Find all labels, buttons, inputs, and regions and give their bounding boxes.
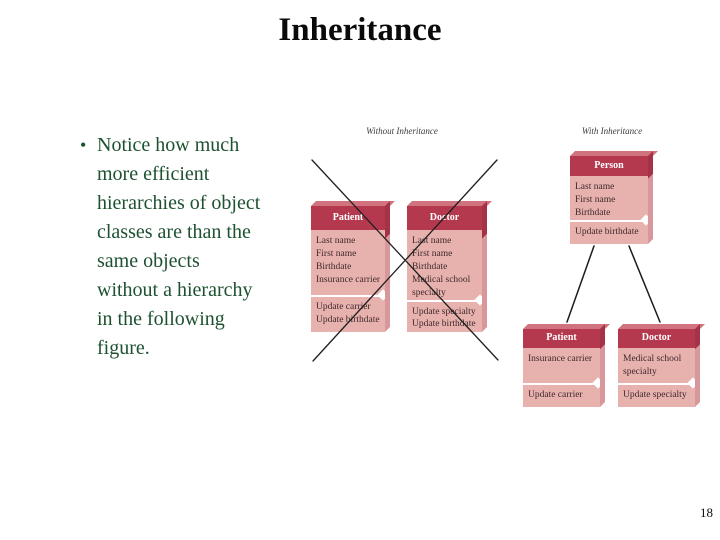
method: Update birthdate <box>575 227 639 237</box>
class-attributes: Medical school specialty <box>618 348 695 379</box>
attribute: Birthdate <box>412 262 448 272</box>
slide-title: Inheritance <box>278 12 442 48</box>
attribute: Last name <box>412 236 452 246</box>
attribute: Medical school specialty <box>412 275 471 298</box>
bullet-item: • Notice how much more efficient hierarc… <box>80 131 315 363</box>
bullet-text-line: in the following <box>97 308 225 330</box>
attribute: Last name <box>575 182 615 192</box>
method: Update birthdate <box>316 314 380 325</box>
inheritance-connectors <box>566 245 661 323</box>
class-methods: Update specialty <box>618 382 695 408</box>
bullet-text-line: without a hierarchy <box>97 279 253 301</box>
class-attributes: Last name First name Birthdate Medical s… <box>407 230 482 300</box>
class-methods: Update specialty Update birthdate <box>407 299 482 337</box>
class-box-doctor-with: Doctor Medical school specialty Update s… <box>618 329 695 407</box>
class-attributes: Last name First name Birthdate <box>570 176 648 220</box>
bullet-text: Notice how much more efficient hierarchi… <box>97 131 315 363</box>
bullet-text-line: figure. <box>97 337 150 359</box>
class-box-patient-without: Patient Last name First name Birthdate I… <box>311 206 385 332</box>
page-number: 18 <box>700 505 713 520</box>
class-name: Person <box>570 156 648 176</box>
figure-label-without-inheritance: Without Inheritance <box>366 126 438 136</box>
class-name: Doctor <box>407 206 482 230</box>
attribute: First name <box>316 249 357 259</box>
method: Update carrier <box>528 389 583 400</box>
method: Update birthdate <box>412 319 476 329</box>
attribute: Insurance carrier <box>528 354 593 364</box>
class-methods: Update carrier Update birthdate <box>311 295 385 332</box>
bullet-text-line: Notice how much <box>97 134 240 156</box>
class-methods: Update birthdate <box>570 220 648 245</box>
class-attributes: Insurance carrier <box>523 348 600 366</box>
attribute: Birthdate <box>575 208 611 218</box>
attribute: Insurance carrier <box>316 275 381 285</box>
class-box-doctor-without: Doctor Last name First name Birthdate Me… <box>407 206 482 332</box>
class-box-person: Person Last name First name Birthdate Up… <box>570 156 648 244</box>
class-name: Doctor <box>618 329 695 348</box>
method: Update specialty <box>623 389 687 400</box>
class-box-patient-with: Patient Insurance carrier Update carrier <box>523 329 600 407</box>
bullet-text-line: more efficient <box>97 163 210 185</box>
bullet-marker: • <box>80 135 87 155</box>
attribute: Birthdate <box>316 262 352 272</box>
class-attributes: Last name First name Birthdate Insurance… <box>311 230 385 287</box>
class-methods: Update carrier <box>523 382 600 408</box>
attribute: First name <box>412 249 453 259</box>
bullet-text-line: classes are than the <box>97 221 251 243</box>
class-name: Patient <box>311 206 385 230</box>
figure-label-with-inheritance: With Inheritance <box>581 126 643 136</box>
attribute: First name <box>575 195 616 205</box>
attribute: Medical school specialty <box>623 354 682 377</box>
class-name: Patient <box>523 329 600 348</box>
bullet-text-line: same objects <box>97 250 200 272</box>
bullet-text-line: hierarchies of object <box>97 192 261 214</box>
method: Update carrier <box>316 302 371 312</box>
attribute: Last name <box>316 236 356 246</box>
method: Update specialty <box>412 306 476 317</box>
